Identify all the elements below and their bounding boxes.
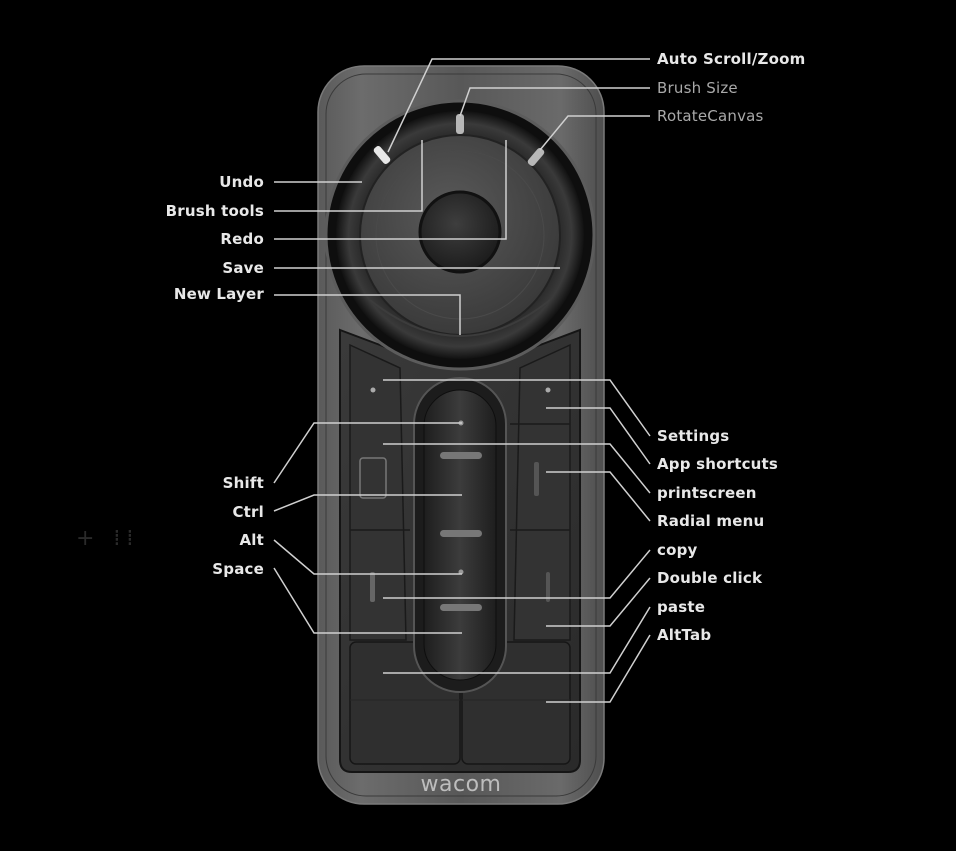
label-redo: Redo: [220, 230, 264, 248]
ring-indicator-right: [527, 147, 545, 167]
label-alt: Alt: [239, 531, 264, 549]
label-brush-size: Brush Size: [657, 79, 738, 97]
wacom-logo: wacom: [421, 772, 502, 797]
label-settings: Settings: [657, 427, 730, 445]
label-radial-menu: Radial menu: [657, 512, 765, 530]
faint-move-grip-icon: + ⁞⁞: [76, 526, 140, 551]
label-ctrl: Ctrl: [232, 503, 264, 521]
ring-indicator-top: [456, 114, 464, 134]
label-save: Save: [222, 259, 264, 277]
label-app-shortcuts: App shortcuts: [657, 455, 779, 473]
label-undo: Undo: [219, 173, 264, 191]
label-alttab: AltTab: [657, 626, 712, 644]
label-paste: paste: [657, 598, 706, 616]
label-rotate-canvas: RotateCanvas: [657, 107, 764, 125]
label-new-layer: New Layer: [173, 285, 264, 303]
leader-lines: [273, 58, 651, 703]
label-shift: Shift: [222, 474, 264, 492]
label-double-click: Double click: [657, 569, 763, 587]
label-space: Space: [212, 560, 264, 578]
center-button: [418, 190, 502, 274]
ring-indicator-left: [373, 145, 391, 165]
label-brush-tools: Brush tools: [165, 202, 264, 220]
label-printscreen: printscreen: [657, 484, 757, 502]
label-auto-scroll-zoom: Auto Scroll/Zoom: [657, 50, 806, 68]
label-copy: copy: [657, 541, 698, 559]
